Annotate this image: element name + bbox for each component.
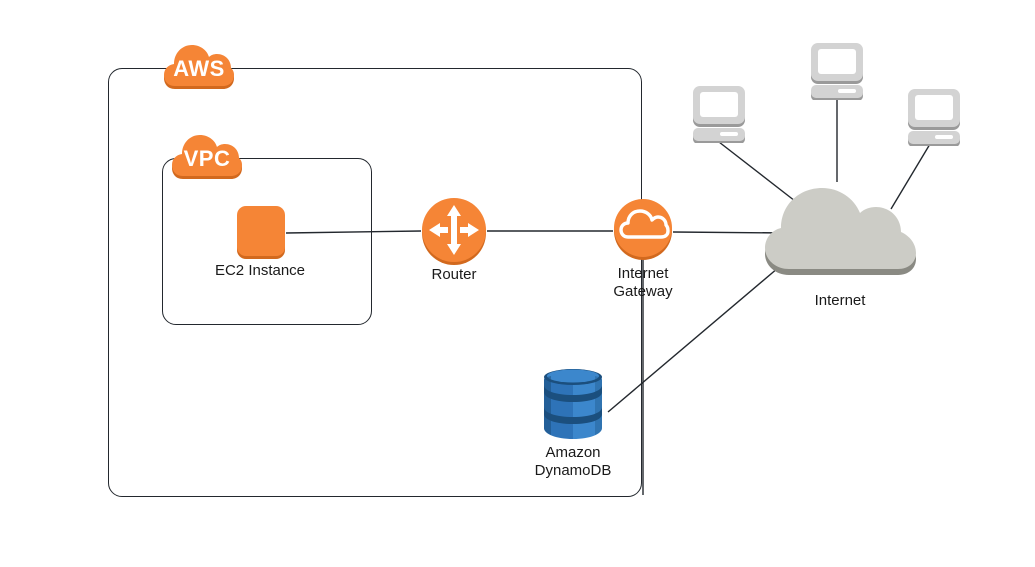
aws-cloud-badge: AWS [163,42,235,94]
internet-gateway-node[interactable] [613,198,673,262]
dynamodb-label-line1: Amazon [545,444,601,461]
internet-gateway-icon [614,199,672,260]
link-igw-internet [672,231,791,234]
amazon-dynamodb-node[interactable] [536,367,610,441]
link-pc1-internet [718,141,796,202]
dynamodb-icon [544,369,602,439]
computer-icon [908,89,960,147]
aws-boundary [108,68,642,497]
internet-cloud-node[interactable] [763,180,919,290]
igw-label-line1: Internet [617,265,669,282]
computer-icon [693,86,745,144]
computer-icon [811,43,863,101]
vpc-boundary [162,158,372,325]
ec2-instance-label: EC2 Instance [214,262,306,279]
vpc-badge-label: VPC [183,146,231,171]
vpc-cloud-badge: VPC [171,132,243,184]
link-ec2-router [285,230,422,234]
cloud-icon [765,188,916,275]
igw-label-line2: Gateway [613,283,673,300]
ec2-instance-icon [237,206,285,259]
computer-node-1[interactable] [690,85,748,144]
link-dynamodb-internet [607,267,779,413]
router-label: Router [431,266,477,283]
computer-node-2[interactable] [808,42,866,101]
cloud-icon [172,135,242,179]
internet-label: Internet [814,292,866,309]
cloud-icon [164,45,234,89]
router-icon [422,198,486,265]
link-pc3-internet [890,143,931,210]
router-node[interactable] [421,197,487,267]
computer-node-3[interactable] [905,88,963,147]
ec2-instance-node[interactable] [236,205,286,260]
dynamodb-label-line2: DynamoDB [534,462,612,479]
aws-badge-label: AWS [173,56,225,81]
